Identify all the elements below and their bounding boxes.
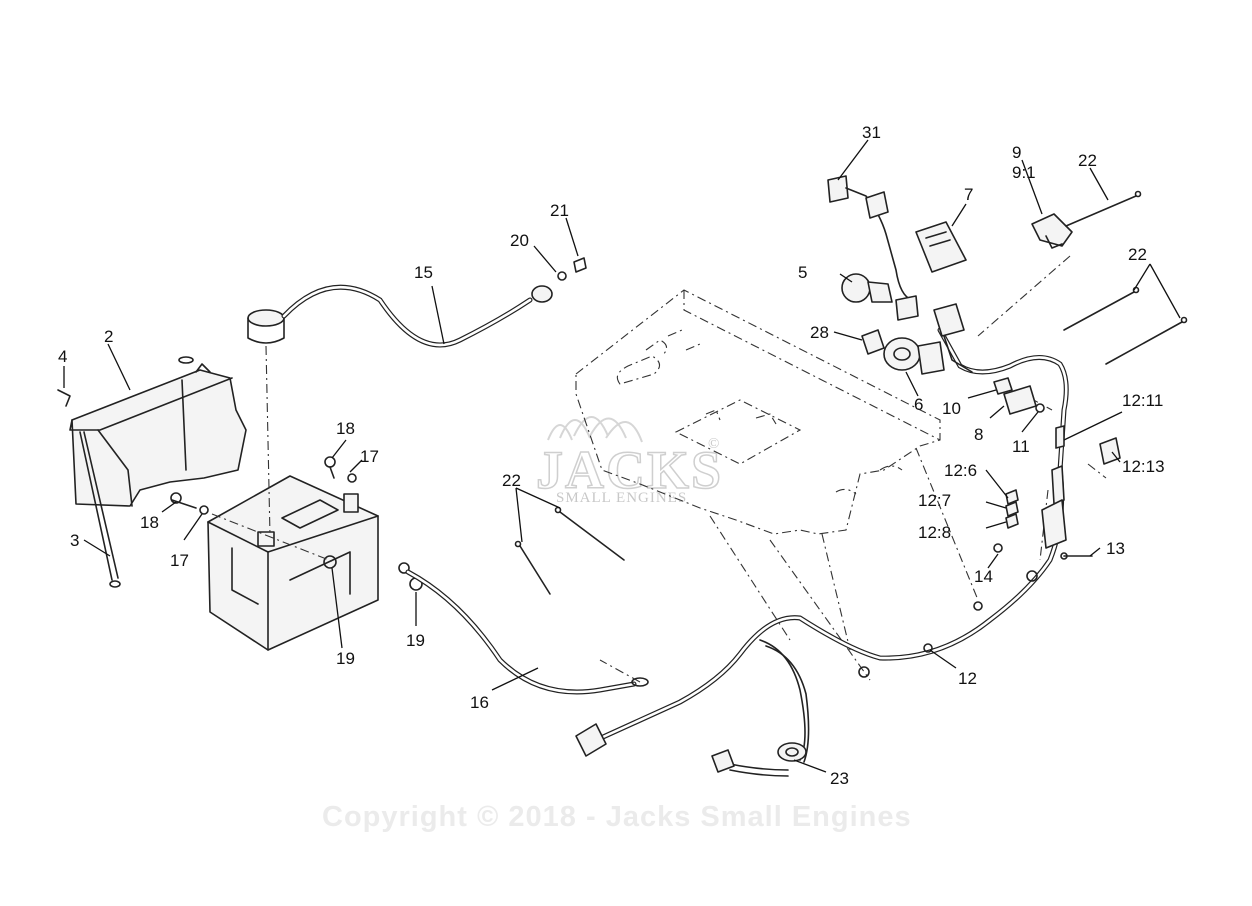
leader-lines: [63, 139, 1181, 773]
connector-cluster: [933, 303, 973, 373]
callout-12-11: 12:11: [1122, 391, 1163, 410]
seat-switch-9: [1031, 213, 1073, 249]
callout-15: 15: [414, 263, 433, 282]
callout-12: 12: [958, 669, 977, 688]
watermark-logo-sub: SMALL ENGINES: [556, 490, 687, 506]
watermark-feather-icon: [547, 416, 643, 443]
callout-31: 31: [862, 123, 881, 142]
callout-22-b: 22: [1128, 245, 1147, 264]
callout-28: 28: [810, 323, 829, 342]
callout-12-8: 12:8: [918, 523, 951, 542]
cable-ties-22: [514, 190, 1188, 595]
relay-10: [993, 377, 1013, 395]
callout-23: 23: [830, 769, 849, 788]
callout-21: 21: [550, 201, 569, 220]
callout-14: 14: [974, 567, 993, 586]
battery-hold-down-bracket: [57, 356, 247, 588]
callout-19-b: 19: [406, 631, 425, 650]
callout-5: 5: [798, 263, 807, 282]
key-switch-6: [883, 337, 945, 375]
callout-10: 10: [942, 399, 961, 418]
callout-9-1: 9:1: [1012, 163, 1036, 182]
wire-harness: [575, 327, 1069, 777]
connector-12-13: [1099, 437, 1121, 465]
mounting-plate: [575, 289, 941, 535]
callout-22-a: 22: [1078, 151, 1097, 170]
callout-3: 3: [70, 531, 79, 550]
battery: [207, 475, 379, 651]
watermark-logo-mark: ©: [708, 436, 720, 452]
watermark-copyright: Copyright © 2018 - Jacks Small Engines: [322, 801, 912, 833]
positive-battery-cable: [247, 257, 587, 348]
callout-12-13: 12:13: [1122, 457, 1165, 476]
terminals-12-6-12-8: [1005, 489, 1019, 529]
callout-8: 8: [974, 425, 983, 444]
callout-17-b: 17: [170, 551, 189, 570]
callout-12-6: 12:6: [944, 461, 977, 480]
callout-7: 7: [964, 185, 973, 204]
callout-18-a: 18: [336, 419, 355, 438]
callout-6: 6: [914, 395, 923, 414]
battery-hardware: [170, 456, 423, 591]
callout-18-b: 18: [140, 513, 159, 532]
callout-4: 4: [58, 347, 67, 366]
watermark-logo-text: JACKS: [536, 440, 723, 500]
callout-12-7: 12:7: [918, 491, 951, 510]
module-7: [915, 221, 967, 273]
callout-16: 16: [470, 693, 489, 712]
switch-8: [1003, 385, 1045, 415]
callout-19-a: 19: [336, 649, 355, 668]
callout-22-c: 22: [502, 471, 521, 490]
screw-13: [1060, 552, 1093, 560]
hour-meter-5: [841, 273, 919, 321]
callout-labels: 2 3 4 5 6 7 8 9 9:1 10 11 12 12:6 12:7 1…: [58, 123, 1165, 788]
nut-14: [993, 543, 1003, 553]
callout-13: 13: [1106, 539, 1125, 558]
negative-battery-cable: [398, 562, 649, 695]
callout-20: 20: [510, 231, 529, 250]
callout-17-a: 17: [360, 447, 379, 466]
callout-2: 2: [104, 327, 113, 346]
callout-11: 11: [1012, 437, 1030, 456]
callout-9: 9: [1012, 143, 1021, 162]
connector-28: [861, 329, 885, 355]
watermark: JACKS © SMALL ENGINES Copyright © 2018 -…: [322, 416, 912, 833]
